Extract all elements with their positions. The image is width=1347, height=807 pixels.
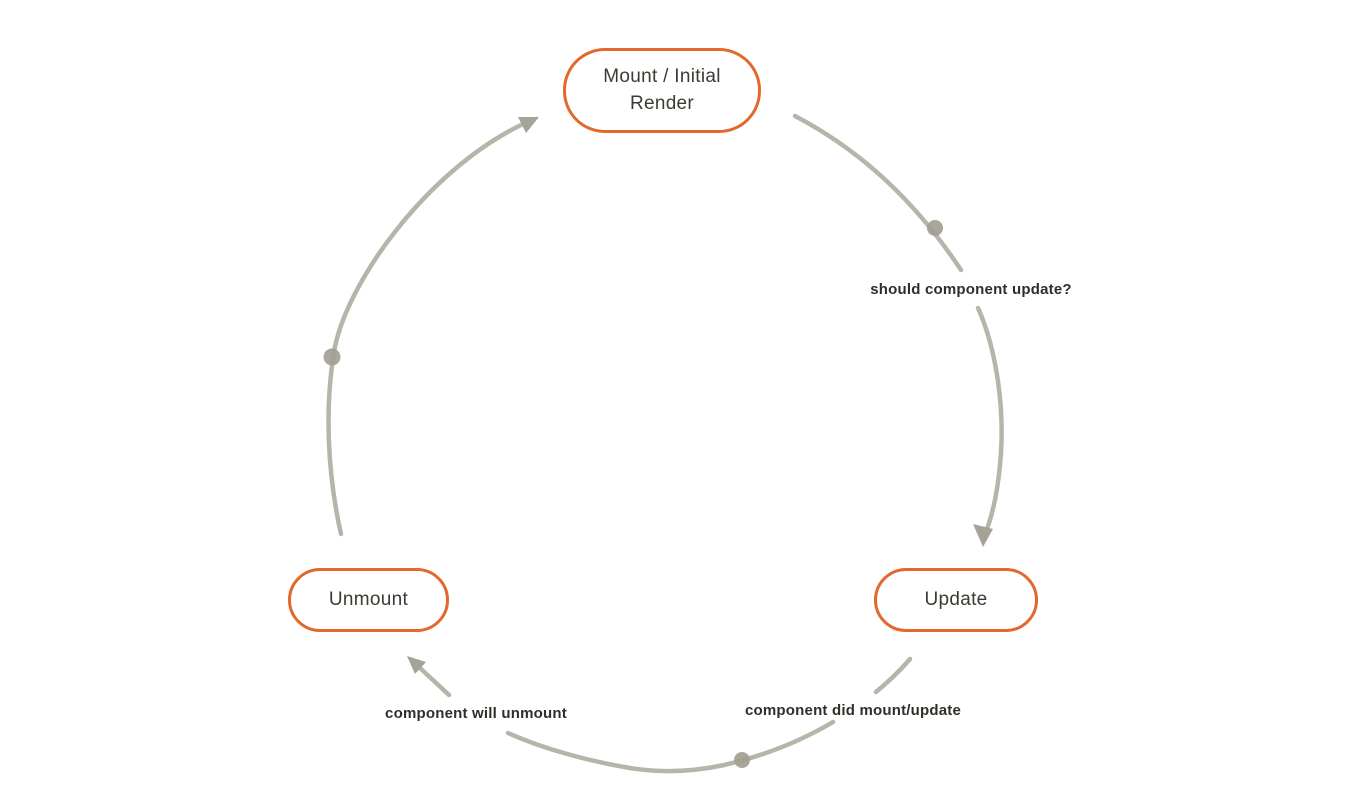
edge-update-to-unmount-end-segment: [417, 665, 452, 698]
node-update: Update: [874, 568, 1038, 632]
edge-midpoint-dot-right: [927, 220, 943, 236]
edge-label-should-component-update: should component update?: [870, 281, 1072, 298]
edge-unmount-to-mount-arc: [326, 122, 524, 537]
node-mount-label: Mount / Initial Render: [603, 65, 721, 114]
edge-midpoint-dot-left: [323, 348, 341, 366]
edge-update-to-unmount-bottom-arc: [505, 719, 836, 774]
node-unmount-label: Unmount: [328, 588, 409, 610]
node-unmount: Unmount: [288, 568, 449, 632]
edge-mount-to-update-upper-arc: [792, 113, 964, 273]
edge-mount-to-update-lower-arc: [975, 305, 1004, 537]
arrowhead-into-update-icon: [973, 524, 993, 547]
node-update-label: Update: [924, 588, 988, 610]
arrowhead-into-mount-icon: [518, 117, 539, 133]
edge-label-component-did-mount-update: component did mount/update: [744, 702, 962, 719]
edge-update-to-unmount-start-arc: [873, 656, 913, 695]
edge-midpoint-dot-bottom: [734, 752, 750, 768]
arrowhead-into-unmount-icon: [407, 656, 426, 674]
node-mount-initial-render: Mount / Initial Render: [563, 48, 761, 133]
edge-label-component-will-unmount: component will unmount: [385, 705, 567, 722]
